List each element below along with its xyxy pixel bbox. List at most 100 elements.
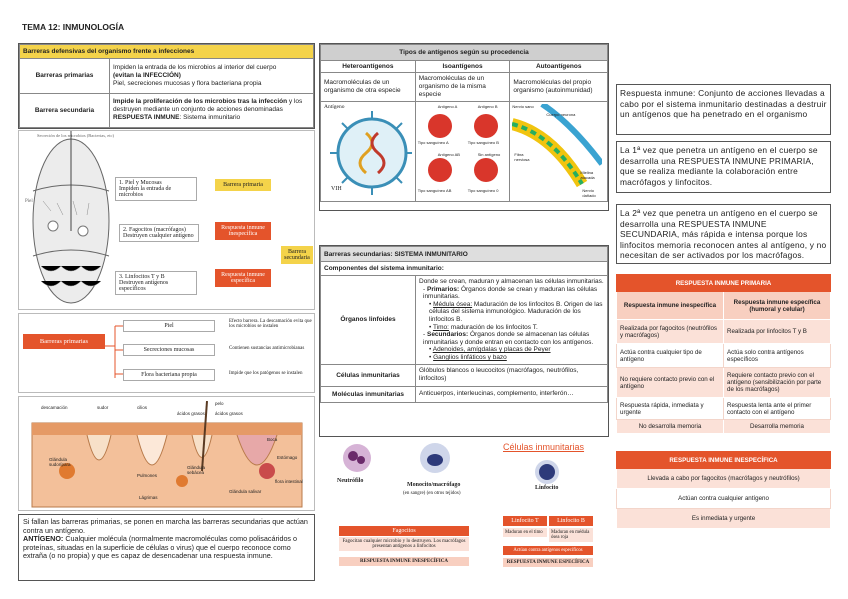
skin-label: Piel xyxy=(25,199,33,204)
rip-r1c2: Realizada por linfocitos T y B xyxy=(723,319,831,344)
microbes-label: Secreción de los microbios (Bacterias, e… xyxy=(37,133,114,138)
celulas-inmunitarias-illustration: Células inmunitarias Neutrófilo Monocito… xyxy=(327,440,602,581)
primary-barriers-diagram: Barreras primarias Piel Efecto barrera. … xyxy=(18,313,315,393)
step-2-box: 2. Fagocitos (macrófagos) Destruyen cual… xyxy=(119,224,199,242)
barreras-table: Barreras defensivas del organismo frente… xyxy=(18,43,315,129)
antigeno-definition: Si fallan las barreras primarias, se pon… xyxy=(18,514,315,581)
celulas-title: Células inmunitarias xyxy=(503,442,585,452)
rip-header: RESPUESTA INMUNE PRIMARIA xyxy=(616,274,831,292)
barrera-secundaria-label: Barrera secundaria xyxy=(19,92,110,129)
rii-header: RESPUESTA INMUNE INESPECÍFICA xyxy=(616,451,831,469)
linfocito-act: Actúan contra antígenos específicos xyxy=(503,546,593,555)
rii-r3: Es inmediata y urgente xyxy=(616,508,831,529)
rii-r1: Llevada a cabo por fagocitos (macrófagos… xyxy=(616,468,831,489)
moleculas-label: Moléculas inmunitarias xyxy=(320,385,416,403)
rip-r3c2: Requiere contacto previo con el antígeno… xyxy=(723,367,831,398)
barrier-desc-secreciones: Contienen sustancias antimicrobianas xyxy=(229,346,305,351)
barrera-secundaria-box: Barrera secundaria xyxy=(281,246,313,264)
fagocitos-head: Fagocitos xyxy=(339,526,469,536)
barrier-item-flora: Flora bacteriana propia xyxy=(123,369,215,381)
sistema-inmunitario-table: Barreras secundarias: SISTEMA INMUNITARI… xyxy=(319,245,609,437)
desc-heteroantigenos: Macromoléculas de un organismo de otra e… xyxy=(320,72,416,102)
desc-autoantigenos: Macromoléculas del propio organismo (aut… xyxy=(509,72,608,102)
barreras-primarias-desc: Impiden la entrada de los microbios al i… xyxy=(109,58,314,94)
img-blood-types: Antígeno A Antígeno B Tipo sanguíneo A T… xyxy=(414,101,511,202)
lbl-flora: flora intestinal xyxy=(275,479,303,484)
monocito-label: Monocito/macrófago xyxy=(407,482,461,488)
blood-cells-icon xyxy=(427,114,498,182)
neutrofilo-label: Neutrófilo xyxy=(337,478,364,484)
rii-table: RESPUESTA INMUNE INESPECÍFICA Llevada a … xyxy=(616,451,831,529)
fagocitos-resp: RESPUESTA INMUNE INESPECÍFICA xyxy=(339,557,469,566)
linfocito-b-head: Linfocito B xyxy=(549,516,593,526)
linfocito-t-head: Linfocito T xyxy=(503,516,547,526)
lbl-sudor: sudor xyxy=(97,405,109,410)
img-nerve: Nervio sano Cuerpo neurona Fibra nervios… xyxy=(509,101,608,202)
step-2-result: Respuesta inmune inespecífica xyxy=(215,222,271,240)
sistema-subheader: Componentes del sistema inmunitario: xyxy=(320,261,608,276)
cells-icons xyxy=(343,443,559,484)
antigenos-table: Tipos de antígenos según su procedencia … xyxy=(319,43,609,211)
barreras-header: Barreras defensivas del organismo frente… xyxy=(19,43,314,60)
linfocito-label: Linfocito xyxy=(535,485,559,491)
barreras-primarias-box: Barreras primarias xyxy=(23,334,105,349)
lbl-cilios: cilios xyxy=(137,405,148,410)
rii-r2: Actúan contra cualquier antígeno xyxy=(616,488,831,509)
organos-label: Órganos linfoides xyxy=(320,275,416,365)
step-1-box: 1. Piel y Mucosas Impiden la entrada de … xyxy=(115,177,197,201)
lbl-acidos-2: ácidos grasos xyxy=(215,411,243,416)
rip-col1: Respuesta inmune inespecífica xyxy=(616,291,724,320)
moleculas-desc: Anticuerpos, interleucinas, complemento,… xyxy=(415,385,608,403)
desc-isoantigenos: Macromoléculas de un organismo de la mis… xyxy=(414,72,511,102)
lbl-boca: Boca xyxy=(267,437,278,442)
barreras-primarias-label: Barreras primarias xyxy=(19,58,110,94)
body-barriers-illustration: descamación sudor cilios ácidos grasos á… xyxy=(18,396,315,511)
rip-r2c2: Actúa solo contra antígenos específicos xyxy=(723,343,831,368)
linfocito-resp: RESPUESTA INMUNE ESPECÍFICA xyxy=(503,558,593,567)
lbl-lagrimas: Lágrimas xyxy=(139,495,158,500)
rip-r2c1: Actúa contra cualquier tipo de antígeno xyxy=(616,343,724,368)
lbl-sebacea: Glándula sebácea xyxy=(187,465,206,475)
step-3-box: 3. Linfocitos T y B Destruyen antígenos … xyxy=(115,271,197,295)
fagocitos-text: Fagocitan cualquier microbio y lo destru… xyxy=(339,537,469,551)
barrera-secundaria-desc: Impide la proliferación de los microbios… xyxy=(109,92,314,129)
barrier-desc-flora: Impide que los patógenos se instalen xyxy=(229,371,303,376)
step-1-result: Barrera primaria xyxy=(215,179,271,191)
rip-col2: Respuesta inmune específica (humoral y c… xyxy=(723,291,831,320)
monocito-sub: (en sangre) (en otros tejidos) xyxy=(403,491,461,496)
antigenos-header: Tipos de antígenos según su procedencia xyxy=(320,44,608,61)
barrier-desc-piel: Efecto barrera. La descamación evita que… xyxy=(229,319,312,329)
barrier-item-piel: Piel xyxy=(123,320,215,332)
branch-lines xyxy=(105,325,123,378)
nerve-icon xyxy=(512,104,603,188)
lbl-pelo: pelo xyxy=(215,401,224,406)
col-isoantigenos: Isoantígenos xyxy=(414,60,511,73)
lbl-pulmones: Pulmones xyxy=(137,473,158,478)
lbl-sudoripara: Glándula sudorípara xyxy=(49,457,71,467)
respuesta-primaria-def: La 1ª vez que penetra un antígeno en el … xyxy=(616,141,831,193)
sistema-header: Barreras secundarias: SISTEMA INMUNITARI… xyxy=(320,246,608,262)
lbl-salivar: Glándula salivar xyxy=(229,489,262,494)
linfocito-t-desc: Maduran en el timo xyxy=(503,528,547,537)
skin-layers-illustration xyxy=(32,131,110,304)
rip-r5c2: Desarrolla memoria xyxy=(723,419,831,434)
rip-table: RESPUESTA INMUNE PRIMARIA Respuesta inmu… xyxy=(616,274,831,434)
img-vih: Antígeno VIH xyxy=(320,101,416,202)
celulas-label: Células inmunitarias xyxy=(320,363,416,387)
lbl-descamacion: descamación xyxy=(41,405,68,410)
rip-r5c1: No desarrolla memoria xyxy=(616,419,724,434)
rip-r4c1: Respuesta rápida, inmediata y urgente xyxy=(616,397,724,420)
celulas-desc: Glóbulos blancos o leucocitos (macrófago… xyxy=(415,363,608,387)
lbl-estomago: Estómago xyxy=(277,455,298,460)
respuesta-secundaria-def: La 2ª vez que penetra un antígeno en el … xyxy=(616,204,831,264)
rip-r3c1: No requiere contacto previo con el antíg… xyxy=(616,367,724,398)
col-heteroantigenos: Heteroantígenos xyxy=(320,60,416,73)
rip-r1c1: Realizada por fagocitos (neutrófilos y m… xyxy=(616,319,724,344)
rip-r4c2: Respuesta lenta ante el primer contacto … xyxy=(723,397,831,420)
lbl-acidos-1: ácidos grasos xyxy=(177,411,205,416)
step-3-result: Respuesta inmune específica xyxy=(215,269,271,287)
col-autoantigenos: Autoantígenos xyxy=(509,60,608,73)
virus-icon xyxy=(330,111,412,195)
page-title: TEMA 12: INMUNOLOGÍA xyxy=(22,22,125,32)
linfocito-b-desc: Maduran en médula ósea roja xyxy=(549,528,593,542)
